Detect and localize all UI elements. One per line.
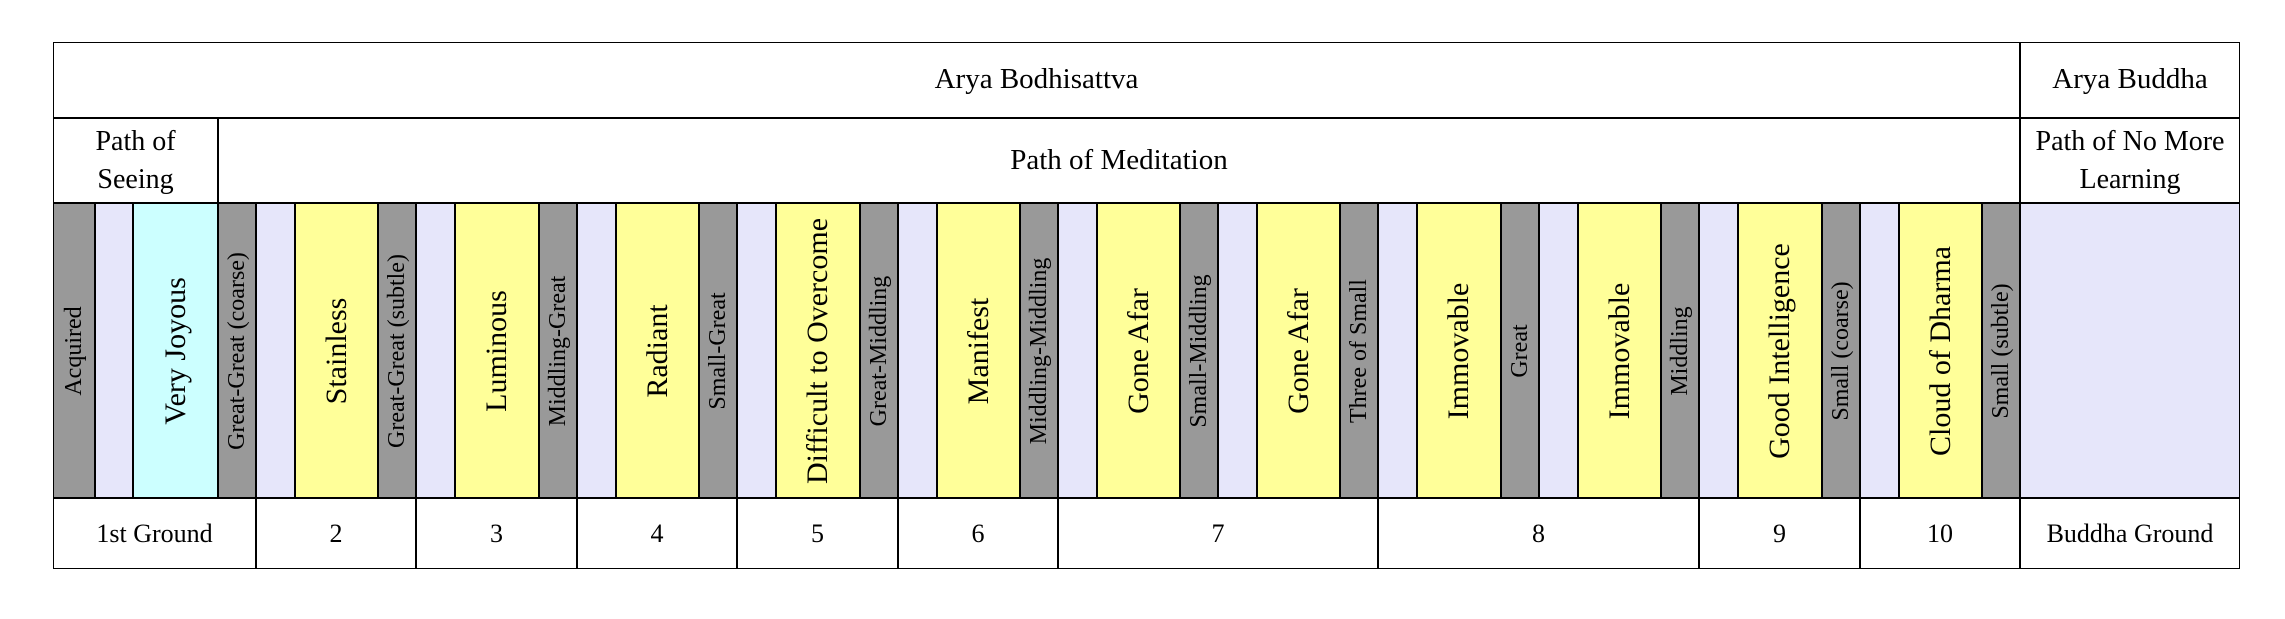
spacer-cell	[1218, 203, 1257, 498]
ground-number-cell: 1st Ground	[53, 498, 256, 569]
obstruction-label: Great-Middling	[866, 275, 892, 426]
ground-name-cell: Difficult to Overcome	[776, 203, 860, 498]
obstruction-label: Small-Middling	[1186, 273, 1212, 428]
ground-name-cell: Luminous	[455, 203, 539, 498]
ground-name-cell: Radiant	[616, 203, 699, 498]
spacer-cell	[256, 203, 295, 498]
ground-number-cell: 4	[577, 498, 737, 569]
obstruction-label: Small (subtle)	[1988, 282, 2014, 419]
spacer-cell	[898, 203, 937, 498]
ground-number-cell: 6	[898, 498, 1058, 569]
spacer-cell	[416, 203, 455, 498]
ground-name-cell: Immovable	[1417, 203, 1501, 498]
ground-name-label: Gone Afar	[1121, 287, 1155, 414]
obstruction-label: Great	[1507, 323, 1533, 378]
ground-name-cell: Gone Afar	[1097, 203, 1180, 498]
ground-name-cell: Immovable	[1578, 203, 1661, 498]
spacer-cell	[95, 203, 133, 498]
ground-name-label: Radiant	[640, 303, 674, 398]
ground-name-cell: Cloud of Dharma	[1899, 203, 1982, 498]
path-of-no-more-learning-header: Path of No More Learning	[2020, 118, 2240, 203]
obstruction-cell: Small (subtle)	[1982, 203, 2020, 498]
obstruction-label: Three of Small	[1346, 278, 1372, 423]
arya-buddha-header: Arya Buddha	[2020, 42, 2240, 118]
ground-name-cell: Gone Afar	[1257, 203, 1340, 498]
obstruction-cell: Middling	[1661, 203, 1699, 498]
ground-number-cell: Buddha Ground	[2020, 498, 2240, 569]
obstruction-label: Middling-Middling	[1026, 257, 1052, 444]
ground-name-label: Stainless	[319, 297, 353, 404]
ground-name-cell: Very Joyous	[133, 203, 218, 498]
ground-name-cell: Manifest	[937, 203, 1020, 498]
ground-number-cell: 2	[256, 498, 416, 569]
ground-number-cell: 10	[1860, 498, 2020, 569]
spacer-cell	[1378, 203, 1417, 498]
obstruction-label: Small-Great	[705, 291, 731, 410]
ground-name-label: Immovable	[1442, 282, 1475, 419]
ground-name-label: Cloud of Dharma	[1923, 245, 1957, 456]
ground-name-label: Manifest	[961, 297, 995, 404]
ground-name-cell: Stainless	[295, 203, 378, 498]
spacer-cell	[1860, 203, 1899, 498]
obstruction-cell: Acquired	[53, 203, 95, 498]
spacer-cell	[1058, 203, 1097, 498]
ground-name-label: Immovable	[1602, 282, 1636, 419]
obstruction-cell: Great-Great (coarse)	[218, 203, 256, 498]
obstruction-label: Middling-Great	[545, 275, 571, 426]
spacer-cell	[1539, 203, 1578, 498]
obstruction-cell: Middling-Great	[539, 203, 577, 498]
obstruction-label: Great-Great (subtle)	[384, 253, 410, 448]
ground-number-cell: 3	[416, 498, 577, 569]
obstruction-cell: Middling-Middling	[1020, 203, 1058, 498]
ground-name-label: Gone Afar	[1281, 287, 1315, 414]
ground-name-label: Difficult to Overcome	[801, 217, 834, 484]
ground-number-cell: 8	[1378, 498, 1699, 569]
ground-number-cell: 9	[1699, 498, 1860, 569]
obstruction-label: Small (coarse)	[1828, 280, 1854, 421]
obstruction-cell: Great-Middling	[860, 203, 898, 498]
path-of-seeing-header: Path of Seeing	[53, 118, 218, 203]
ground-name-cell: Good Intelligence	[1738, 203, 1822, 498]
obstruction-cell: Great-Great (subtle)	[378, 203, 416, 498]
obstruction-cell: Small (coarse)	[1822, 203, 1860, 498]
ground-name-label: Luminous	[480, 289, 513, 412]
path-of-meditation-header: Path of Meditation	[218, 118, 2020, 203]
obstruction-label: Acquired	[61, 305, 87, 396]
spacer-cell	[2020, 203, 2240, 498]
arya-bodhisattva-header: Arya Bodhisattva	[53, 42, 2020, 118]
obstruction-label: Middling	[1667, 305, 1693, 396]
ground-number-cell: 7	[1058, 498, 1378, 569]
ground-number-cell: 5	[737, 498, 898, 569]
obstruction-cell: Great	[1501, 203, 1539, 498]
spacer-cell	[737, 203, 776, 498]
obstruction-cell: Small-Middling	[1180, 203, 1218, 498]
spacer-cell	[577, 203, 616, 498]
obstruction-cell: Three of Small	[1340, 203, 1378, 498]
ground-name-label: Good Intelligence	[1763, 242, 1796, 459]
obstruction-cell: Small-Great	[699, 203, 737, 498]
obstruction-label: Great-Great (coarse)	[224, 251, 250, 450]
ground-name-label: Very Joyous	[158, 276, 192, 425]
spacer-cell	[1699, 203, 1738, 498]
